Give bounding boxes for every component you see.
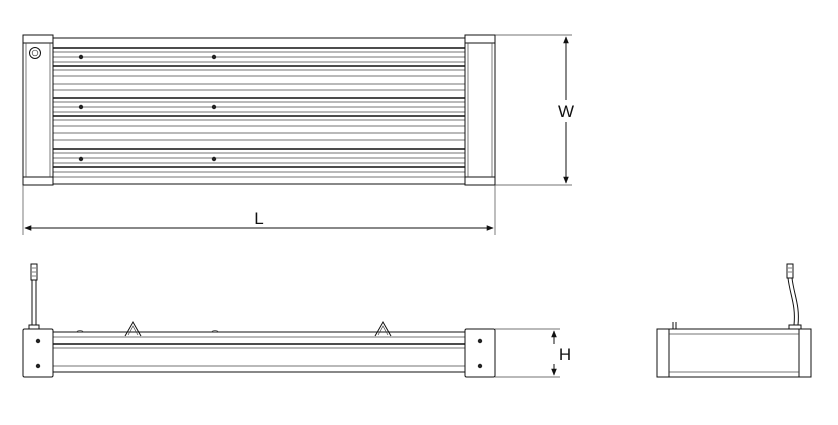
width-label: W [558, 102, 574, 121]
front-view-right-endcap [464, 328, 496, 378]
top-view-fins [40, 47, 482, 178]
hanging-bracket-right [374, 320, 392, 337]
top-view-screws [78, 54, 217, 162]
top-view: W L [22, 34, 580, 235]
hanging-bracket-left [124, 320, 142, 337]
top-view-left-endcap [22, 34, 54, 186]
side-view-body [656, 328, 812, 378]
height-dimension: H [495, 328, 572, 378]
length-label: L [254, 209, 263, 228]
height-label: H [559, 345, 571, 364]
top-view-housing [32, 37, 488, 185]
top-view-right-endcap [464, 34, 496, 186]
side-view [656, 263, 812, 378]
length-dimension: L [22, 185, 496, 235]
front-view-cable [28, 263, 40, 330]
side-view-cable [786, 263, 802, 330]
cable-gland-icon [29, 47, 41, 59]
front-view: H [22, 263, 572, 378]
width-dimension: W [495, 34, 580, 186]
front-view-left-endcap [22, 328, 54, 378]
